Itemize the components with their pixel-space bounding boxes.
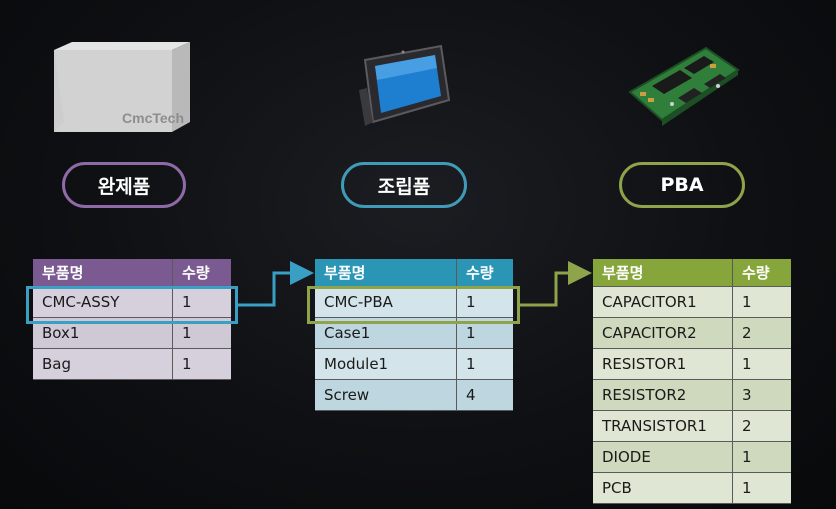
part-name-cell: PCB — [593, 473, 733, 503]
part-name-cell: Screw — [315, 380, 457, 410]
tablet-device-image — [355, 40, 455, 130]
pba-bom-table: 부품명 수량 CAPACITOR1 1 CAPACITOR2 2 RESISTO… — [593, 259, 791, 504]
table-row: PCB 1 — [593, 473, 791, 504]
table-row: Screw 4 — [315, 380, 513, 411]
table-row: CMC-PBA 1 — [315, 287, 513, 318]
quantity-header: 수량 — [742, 264, 770, 282]
part-name-cell: CAPACITOR2 — [593, 318, 733, 348]
finished-product-box-image: CmcTech — [50, 40, 192, 136]
assembly-pill: 조립품 — [341, 162, 467, 208]
table-row: CAPACITOR1 1 — [593, 287, 791, 318]
finished-product-bom-table: 부품명 수량 CMC-ASSY 1 Box1 1 Bag 1 — [33, 259, 231, 380]
quantity-cell: 1 — [742, 448, 752, 466]
quantity-header: 수량 — [466, 264, 494, 282]
cmc-pba-highlight — [307, 286, 520, 324]
pba-pill: PBA — [619, 162, 745, 208]
part-name-cell: CAPACITOR1 — [593, 287, 733, 317]
quantity-cell: 1 — [742, 355, 752, 373]
quantity-cell: 1 — [466, 293, 476, 311]
finished-product-pill: 완제품 — [62, 162, 186, 208]
table-header: 부품명 수량 — [593, 259, 791, 287]
quantity-cell: 1 — [466, 355, 476, 373]
quantity-cell: 1 — [182, 324, 192, 342]
part-name-cell: Module1 — [315, 349, 457, 379]
part-name-cell: CMC-ASSY — [33, 287, 173, 317]
table-row: CAPACITOR2 2 — [593, 318, 791, 349]
quantity-cell: 1 — [466, 324, 476, 342]
table-header: 부품명 수량 — [315, 259, 513, 287]
part-name-header: 부품명 — [593, 259, 733, 286]
part-name-cell: TRANSISTOR1 — [593, 411, 733, 441]
table-row: RESISTOR2 3 — [593, 380, 791, 411]
quantity-cell: 1 — [742, 293, 752, 311]
quantity-cell: 4 — [466, 386, 476, 404]
part-name-cell: RESISTOR1 — [593, 349, 733, 379]
table-row: Bag 1 — [33, 349, 231, 380]
part-name-header: 부품명 — [33, 259, 173, 286]
table-row: RESISTOR1 1 — [593, 349, 791, 380]
box-brand-label: CmcTech — [122, 110, 184, 126]
arrow-to-assembly — [238, 261, 314, 307]
table-row: Module1 1 — [315, 349, 513, 380]
quantity-cell: 1 — [182, 293, 192, 311]
part-name-header: 부품명 — [315, 259, 457, 286]
part-name-cell: Box1 — [33, 318, 173, 348]
quantity-cell: 2 — [742, 417, 752, 435]
cmc-assy-highlight — [26, 286, 238, 324]
quantity-cell: 3 — [742, 386, 752, 404]
table-header: 부품명 수량 — [33, 259, 231, 287]
part-name-cell: Bag — [33, 349, 173, 379]
table-row: TRANSISTOR1 2 — [593, 411, 791, 442]
arrow-to-pba — [520, 261, 592, 307]
pcb-board-image — [622, 40, 742, 130]
part-name-cell: Case1 — [315, 318, 457, 348]
quantity-cell: 2 — [742, 324, 752, 342]
part-name-cell: RESISTOR2 — [593, 380, 733, 410]
quantity-cell: 1 — [182, 355, 192, 373]
quantity-header: 수량 — [182, 264, 210, 282]
assembly-bom-table: 부품명 수량 CMC-PBA 1 Case1 1 Module1 1 Screw… — [315, 259, 513, 411]
table-row: DIODE 1 — [593, 442, 791, 473]
table-row: CMC-ASSY 1 — [33, 287, 231, 318]
quantity-cell: 1 — [742, 479, 752, 497]
part-name-cell: DIODE — [593, 442, 733, 472]
part-name-cell: CMC-PBA — [315, 287, 457, 317]
